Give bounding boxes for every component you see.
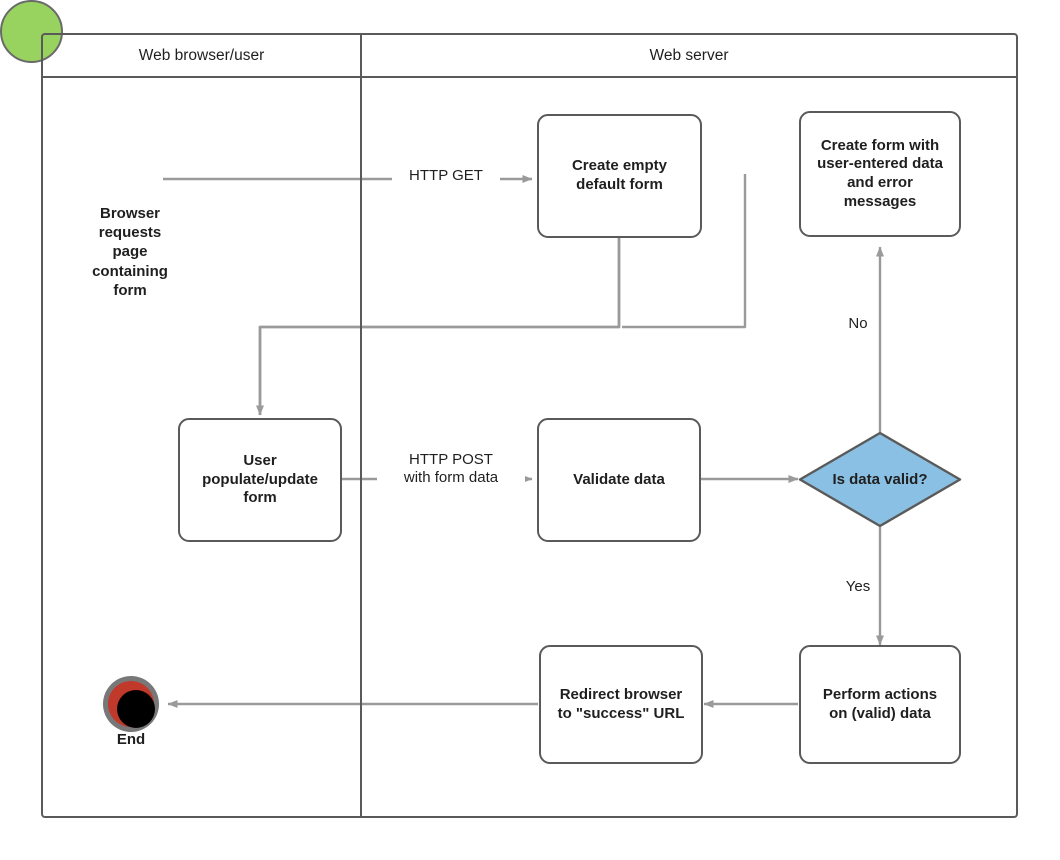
lane-title-browser: Web browser/user <box>138 47 265 64</box>
edge-label-no: No <box>842 315 874 333</box>
end-node-label: End <box>116 731 146 748</box>
node-validate-data[interactable]: Validate data <box>537 418 701 542</box>
lane-vertical-divider <box>360 33 362 818</box>
edge-create-empty-to-user-populate <box>256 238 621 416</box>
end-node-core <box>117 690 155 728</box>
end-node-ring <box>108 681 155 728</box>
lane-title-server: Web server <box>649 47 729 64</box>
decision-diamond-shape <box>798 431 962 528</box>
swimlane-pool <box>41 33 1018 818</box>
edge-label-yes: Yes <box>840 578 876 596</box>
node-is-data-valid[interactable]: Is data valid? <box>798 431 962 528</box>
start-node[interactable] <box>0 0 63 63</box>
edge-label-http-get: HTTP GET <box>392 167 500 185</box>
lane-header-divider <box>41 76 1018 78</box>
edge-create-error-to-user-populate <box>622 174 747 329</box>
decision-label: Is data valid? <box>832 471 928 488</box>
end-node[interactable] <box>103 676 159 732</box>
